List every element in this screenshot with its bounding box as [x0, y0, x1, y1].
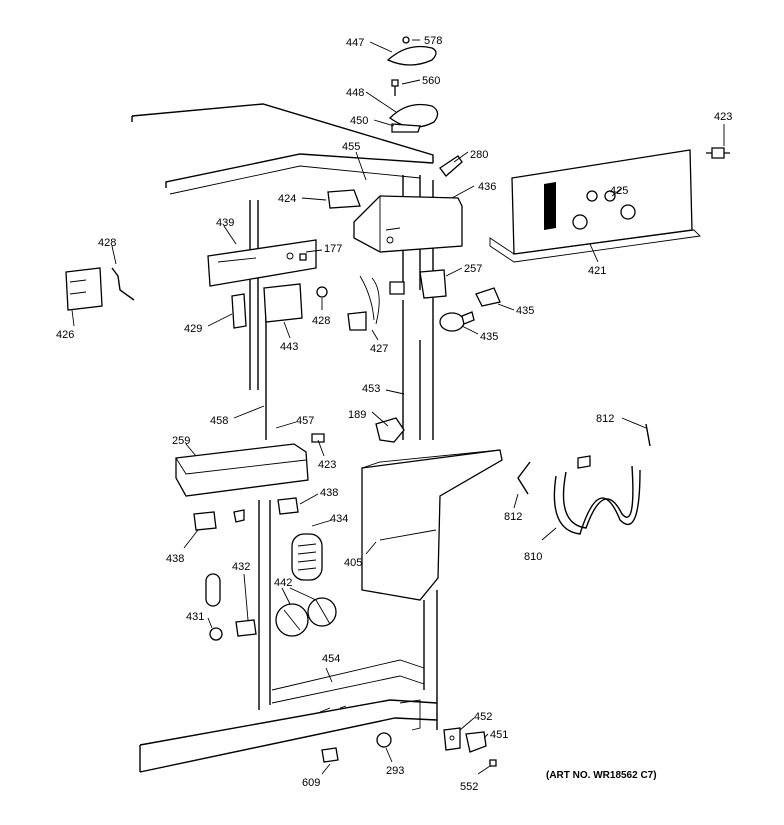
callout-552: 552 — [460, 781, 478, 793]
callout-450: 450 — [350, 115, 368, 127]
part-812-drain-wire — [517, 461, 531, 495]
part-423-upper-bulb — [706, 147, 730, 159]
part-447-cover — [386, 45, 437, 66]
callout-560: 560 — [422, 75, 440, 87]
part-428-spring — [111, 267, 135, 301]
part-189-elbow — [375, 417, 405, 443]
callout-428-mid: 428 — [312, 315, 330, 327]
callout-453: 453 — [362, 383, 380, 395]
part-452-plate — [443, 727, 461, 751]
callout-438-right: 438 — [320, 487, 338, 499]
callout-443: 443 — [280, 341, 298, 353]
part-405-duct — [361, 449, 503, 601]
part-443-holder — [263, 283, 303, 323]
callout-812-right: 812 — [596, 413, 614, 425]
callout-609: 609 — [302, 777, 320, 789]
callout-810: 810 — [524, 551, 542, 563]
callout-578: 578 — [424, 35, 442, 47]
part-429-bracket — [231, 293, 247, 329]
part-280-part — [439, 155, 463, 177]
callout-189: 189 — [348, 409, 366, 421]
part-436-control-box — [353, 195, 463, 253]
part-293-part — [376, 732, 392, 748]
callout-451: 451 — [490, 729, 508, 741]
callout-423-mid: 423 — [318, 459, 336, 471]
part-609-part — [321, 747, 339, 763]
callout-177: 177 — [324, 243, 342, 255]
callout-439: 439 — [216, 217, 234, 229]
callout-455: 455 — [342, 141, 360, 153]
callout-452: 452 — [474, 711, 492, 723]
part-552-screw — [489, 759, 497, 767]
callout-458: 458 — [210, 415, 228, 427]
part-442-fan — [275, 597, 337, 637]
part-257-relay — [419, 269, 447, 299]
leader-lines — [71, 39, 725, 775]
callout-432: 432 — [232, 561, 250, 573]
callout-438-left: 438 — [166, 553, 184, 565]
callout-423-top: 423 — [714, 111, 732, 123]
part-812-heater-wire — [645, 423, 651, 447]
callout-435-bulb: 435 — [480, 331, 498, 343]
part-451-hinge — [465, 731, 487, 753]
callout-434: 434 — [330, 513, 348, 525]
callout-280: 280 — [470, 149, 488, 161]
part-438-switch-left — [193, 509, 245, 531]
callout-436: 436 — [478, 181, 496, 193]
callout-424: 424 — [278, 193, 296, 205]
callout-421: 421 — [588, 265, 606, 277]
part-435-socket — [475, 287, 501, 307]
callout-257: 257 — [464, 263, 482, 275]
art-number: (ART NO. WR18562 C7) — [546, 770, 657, 781]
callout-425: 425 — [610, 185, 628, 197]
callout-293: 293 — [386, 765, 404, 777]
part-435-bulb — [439, 311, 475, 332]
cabinet-frame — [131, 103, 438, 773]
callout-427: 427 — [370, 343, 388, 355]
part-450-bracket — [391, 123, 421, 133]
part-578-screw — [402, 36, 410, 44]
part-425-knobs — [572, 204, 636, 230]
part-560-screw — [391, 79, 399, 96]
part-810-defrost-heater — [553, 455, 641, 535]
callout-labels: 447 578 448 560 450 280 455 423 436 424 … — [56, 35, 732, 793]
callout-428-left: 428 — [98, 237, 116, 249]
callout-435-socket: 435 — [516, 305, 534, 317]
callout-812-left: 812 — [504, 511, 522, 523]
callout-454: 454 — [322, 653, 340, 665]
callout-447: 447 — [346, 37, 364, 49]
callout-429: 429 — [184, 323, 202, 335]
callout-442: 442 — [274, 577, 292, 589]
callout-426: 426 — [56, 329, 74, 341]
callout-448: 448 — [346, 87, 364, 99]
callout-431: 431 — [186, 611, 204, 623]
part-421-channel — [489, 149, 701, 263]
part-439-bracket — [207, 239, 317, 287]
part-424-relay — [327, 189, 361, 209]
part-432-bushing — [235, 619, 257, 637]
callout-259: 259 — [172, 435, 190, 447]
part-431-motor-mount — [205, 573, 223, 641]
part-423-lower-bulb — [311, 433, 325, 443]
part-427-harness — [347, 275, 405, 331]
part-259-cover — [175, 443, 309, 497]
part-428-clip — [316, 286, 328, 298]
callout-457: 457 — [296, 415, 314, 427]
part-434-grille — [291, 533, 323, 581]
part-426-bracket — [65, 267, 103, 311]
callout-405: 405 — [344, 557, 362, 569]
part-177-screw — [299, 253, 307, 261]
part-438-switch-right — [277, 497, 299, 515]
